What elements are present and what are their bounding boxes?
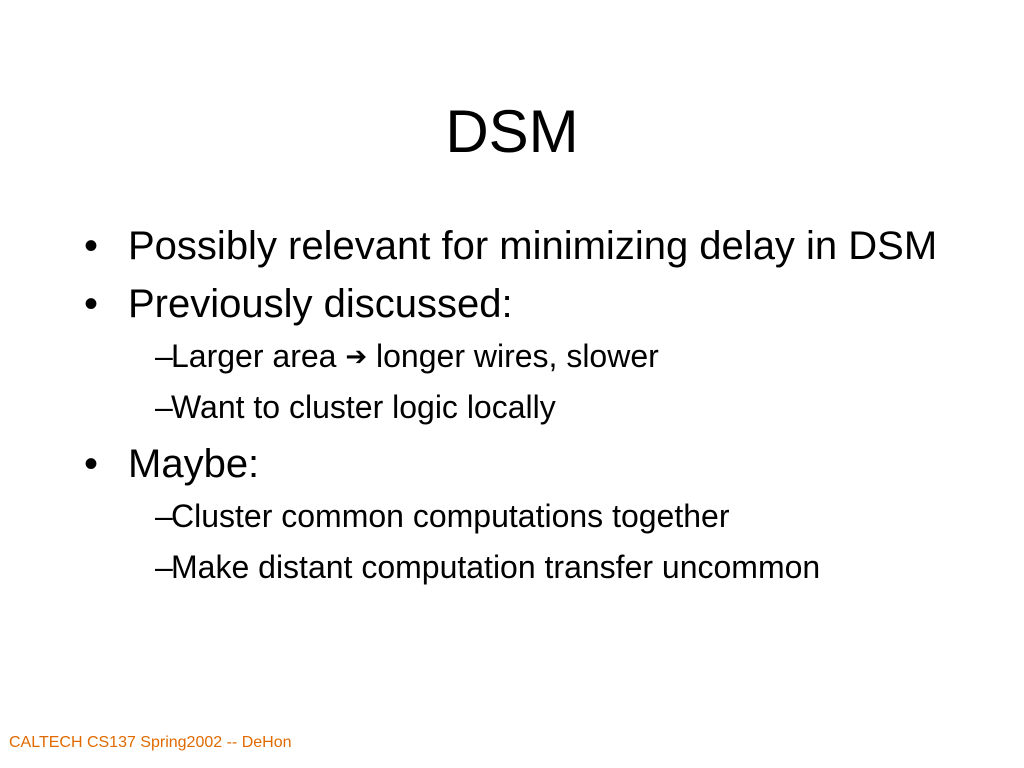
sub-bullet-text: Cluster common computations together (171, 498, 730, 534)
bullet-item: • Previously discussed: (84, 280, 964, 328)
bullet-item: • Maybe: (84, 440, 964, 488)
bullet-text: Possibly relevant for minimizing delay i… (128, 224, 938, 268)
bullet-icon: • (84, 224, 99, 268)
dash-icon: – (155, 549, 173, 585)
sub-bullet-item: – Make distant computation transfer unco… (155, 547, 964, 587)
sub-bullet-text: Want to cluster logic locally (171, 389, 556, 425)
sub-bullet-text-before: Larger area (171, 338, 346, 374)
sub-bullet-item: – Cluster common computations together (155, 496, 964, 536)
dash-icon: – (155, 498, 173, 534)
bullet-text: Maybe: (128, 442, 260, 486)
bullet-icon: • (84, 442, 99, 486)
bullet-icon: • (84, 282, 99, 326)
bullet-item: • Possibly relevant for minimizing delay… (84, 222, 964, 270)
dash-icon: – (155, 389, 173, 425)
right-arrow-icon: ➔ (345, 341, 368, 371)
sub-bullet-item: – Want to cluster logic locally (155, 387, 964, 427)
sub-bullet-item: – Larger area ➔ longer wires, slower (155, 336, 964, 376)
slide-title: DSM (445, 98, 579, 165)
bullet-list: • Possibly relevant for minimizing delay… (84, 222, 964, 600)
bullet-text: Previously discussed: (128, 282, 513, 326)
sub-bullet-text: Make distant computation transfer uncomm… (171, 549, 821, 585)
footer-credit: CALTECH CS137 Spring2002 -- DeHon (9, 734, 292, 751)
dash-icon: – (155, 338, 173, 374)
sub-bullet-text-after: longer wires, slower (367, 338, 659, 374)
